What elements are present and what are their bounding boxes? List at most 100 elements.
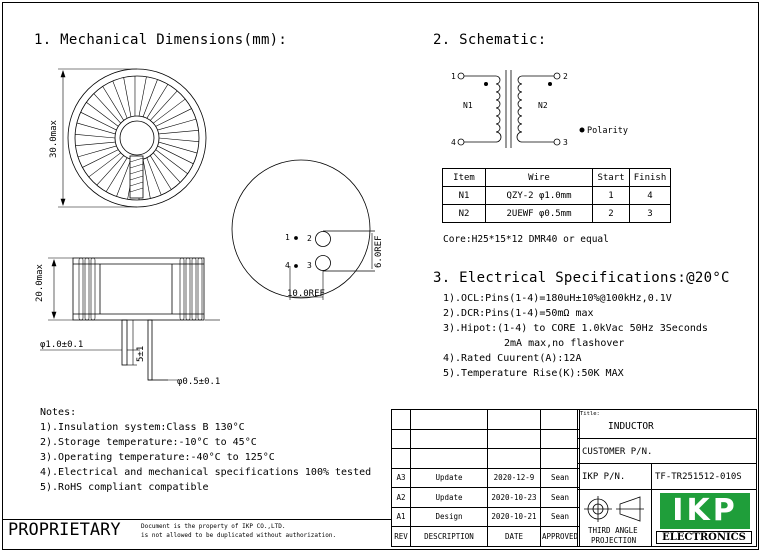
- schematic-pin-1: 1: [451, 72, 456, 81]
- wire-cell: 1: [592, 186, 630, 205]
- company-logo-subtitle: ELECTRONICS: [656, 531, 752, 544]
- rev-header: REV: [391, 526, 411, 547]
- schematic-pin-4: 4: [451, 138, 456, 147]
- winding-stroke: [76, 122, 116, 135]
- rev-cell: 2020-10-23: [487, 487, 541, 508]
- note-item: 1).Insulation system:Class B 130°C: [40, 422, 245, 433]
- dim-lead-dia-label: φ1.0±0.1: [40, 340, 83, 350]
- winding-stroke: [157, 145, 194, 165]
- schematic-heading: 2. Schematic:: [433, 32, 547, 48]
- revision-table: A3 Update 2020-12-9 Sean A2 Update 2020-…: [391, 409, 580, 547]
- winding-stroke: [93, 93, 121, 124]
- rev-cell: Sean: [540, 467, 580, 488]
- rev-cell: A3: [391, 467, 411, 488]
- pin-2-label: 2: [307, 234, 312, 243]
- rev-cell: Sean: [540, 487, 580, 508]
- spec-line: 2).DCR:Pins(1-4)=50mΩ max: [443, 308, 594, 319]
- table-row: A2 Update 2020-10-23 Sean: [391, 487, 580, 508]
- side-winding: [185, 257, 191, 321]
- dim-pin-dia-label: φ0.5±0.1: [177, 377, 220, 387]
- wire-table-header-start: Start: [592, 168, 630, 187]
- logo-cell: IKP ELECTRONICS: [651, 489, 757, 547]
- electrical-heading: 3. Electrical Specifications:@20°C: [433, 270, 730, 286]
- ikp-pn-value: TF-TR251512-010S: [655, 472, 742, 482]
- title-label: Title:: [580, 411, 600, 417]
- projection-symbol-icon: [584, 496, 644, 522]
- rev-cell: Update: [410, 487, 488, 508]
- winding-stroke: [75, 133, 116, 139]
- note-item: 4).Electrical and mechanical specificati…: [40, 467, 372, 478]
- note-item: 3).Operating temperature:-40°C to 125°C: [40, 452, 275, 463]
- winding-n1-label: N1: [463, 101, 473, 110]
- side-winding: [78, 257, 84, 321]
- wire-cell: 3: [629, 204, 671, 223]
- winding-stroke: [86, 102, 119, 127]
- winding-stroke: [146, 157, 162, 196]
- dim-diameter-label: 30.0max: [49, 119, 59, 158]
- bottom-view: [231, 159, 375, 300]
- winding-stroke: [142, 159, 151, 199]
- title-value: INDUCTOR: [608, 421, 654, 432]
- title-cell: Title: INDUCTOR: [577, 409, 757, 439]
- winding-stroke: [153, 152, 181, 183]
- spec-line: 3).Hipot:(1-4) to CORE 1.0kVac 50Hz 3Sec…: [443, 323, 708, 334]
- winding-stroke: [116, 159, 132, 197]
- winding-stroke: [102, 86, 124, 121]
- winding-stroke: [77, 145, 117, 158]
- winding-stroke: [155, 108, 192, 127]
- wire-table-header-finish: Finish: [629, 168, 671, 187]
- table-row: N2 2UEWF φ0.5mm 2 3: [442, 204, 671, 223]
- proprietary-line-1: Document is the property of IKP CO.,LTD.: [141, 523, 286, 530]
- side-winding: [191, 257, 197, 321]
- winding-stroke: [157, 118, 197, 131]
- toroid-top-view: [67, 68, 207, 208]
- rev-cell: Update: [410, 467, 488, 488]
- ikp-pn-value-cell: TF-TR251512-010S: [651, 463, 757, 490]
- pin-1-label: 1: [285, 233, 290, 242]
- table-row: N1 QZY-2 φ1.0mm 1 4: [442, 186, 671, 205]
- winding-stroke: [158, 129, 199, 135]
- schematic-pin-2: 2: [563, 72, 568, 81]
- spec-line: 1).OCL:Pins(1-4)=180uH±10%@100kHz,0.1V: [443, 293, 672, 304]
- side-winding: [179, 257, 185, 321]
- pin-4-label: 4: [285, 261, 290, 270]
- polarity-dot-1: [484, 82, 488, 86]
- side-winding: [90, 257, 96, 321]
- polarity-legend-dot: [579, 127, 585, 133]
- winding-stroke: [96, 155, 124, 186]
- winding-n2-label: N2: [538, 101, 548, 110]
- note-item: 2).Storage temperature:-10°C to 45°C: [40, 437, 257, 448]
- customer-pn-cell: CUSTOMER P/N.: [577, 438, 757, 464]
- winding-stroke: [150, 155, 172, 190]
- mechanical-heading: 1. Mechanical Dimensions(mm):: [34, 32, 288, 48]
- polarity-label: Polarity: [587, 126, 628, 136]
- notes-title: Notes:: [40, 407, 77, 418]
- spec-line: 5).Temperature Rise(K):50K MAX: [443, 368, 624, 379]
- winding-stroke: [142, 79, 158, 117]
- dim-height-label: 20.0max: [35, 263, 45, 302]
- rev-cell: Design: [410, 506, 488, 527]
- rev-cell: Sean: [540, 506, 580, 527]
- winding-stroke: [158, 137, 199, 143]
- wire-cell: 4: [629, 186, 671, 205]
- side-winding: [84, 257, 90, 321]
- dim-ref-vertical-label: 6.0REF: [374, 235, 384, 268]
- table-row: A3 Update 2020-12-9 Sean: [391, 467, 580, 488]
- projection-line-2: PROJECTION: [591, 536, 637, 545]
- winding-stroke: [138, 76, 147, 117]
- wire-table-header-item: Item: [442, 168, 486, 187]
- spec-line: 2mA max,no flashover: [504, 338, 625, 349]
- proprietary-line-2: is not allowed to be duplicated without …: [141, 532, 337, 539]
- polarity-dot-2: [548, 82, 552, 86]
- rev-header: DESCRIPTION: [410, 526, 488, 547]
- projection-cell: THIRD ANGLE PROJECTION: [577, 489, 652, 547]
- title-block: Title: INDUCTOR CUSTOMER P/N. IKP P/N. T…: [577, 409, 757, 547]
- winding-stroke: [155, 149, 188, 174]
- ikp-pn-label-cell: IKP P/N.: [577, 463, 652, 490]
- winding-stroke: [82, 149, 119, 168]
- pin-3-label: 3: [307, 261, 312, 270]
- side-winding: [197, 257, 203, 321]
- winding-stroke: [105, 157, 128, 192]
- rev-header: DATE: [487, 526, 541, 547]
